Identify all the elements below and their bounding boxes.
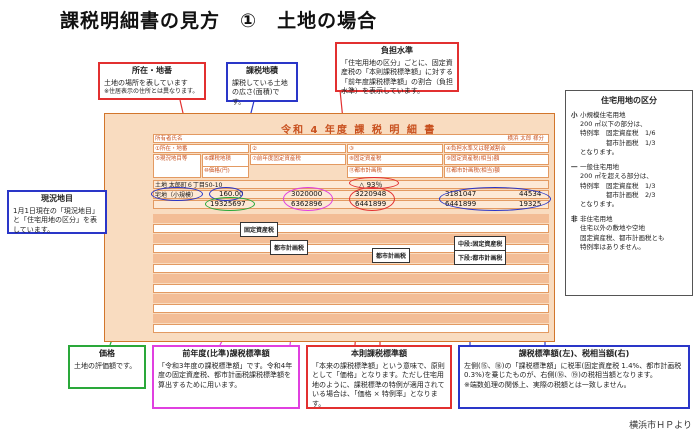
residential-land-heading: 住宅用地の区分 [601, 96, 657, 105]
empty-row [153, 244, 549, 253]
callout-area-body: 課税している土地の広さ(面積)です。 [232, 78, 288, 106]
small-scale-section: 小 小規模住宅用地 200 ㎡以下の部分は、 特例率 固定資産税 1/6 都市計… [571, 111, 687, 158]
callout-location: 所在・地番 土地の場所を表しています ※住居表示の住所とは異なります。 [98, 62, 206, 100]
non-residential-label: 非 [571, 214, 578, 223]
empty-row [153, 214, 549, 223]
general-label: 一 [571, 162, 578, 171]
empty-row [153, 234, 549, 243]
burden-highlight [349, 177, 399, 189]
header-c7: ⑦前年度固定資産税 [250, 154, 346, 165]
callout-current-land: 現況地目 1月1日現在の「現況地目」と「住宅用地の区分」を表しています。 [7, 190, 107, 234]
callout-burden-body: 「住宅用地の区分」ごとに、固定資産税の「本則課税標準額」に対する「前年度課税標準… [341, 58, 453, 96]
page-title: 課税明細書の見方 ① 土地の場合 [60, 10, 378, 32]
header-c3: ③ [347, 144, 443, 153]
general-text: 一般住宅用地 200 ㎡を超える部分は、 特例率 固定資産税 1/3 都市計画税… [580, 162, 656, 209]
address-value: 土地 太郎町６丁目50-10 [155, 182, 223, 189]
header-c2: ② [250, 144, 346, 153]
callout-tax-std: 課税標準額(左)、税相当額(右) 左側(⑮、⑱)の「課税標準額」に税率(固定資産… [458, 345, 690, 409]
tag-low-city: 下段:都市計画税 [454, 250, 507, 265]
empty-row [153, 294, 549, 303]
callout-prev-body: 「令和3年度の課税標準額」です。令和4年度の固定資産税、都市計画税課税標準額を算… [158, 361, 293, 389]
callout-price-body: 土地の評価額です。 [74, 361, 137, 370]
form-title: 令和 4 年度 課 税 明 細 書 [281, 125, 437, 136]
callout-base-std: 本則課税標準額 「本来の課税標準額」という意味で、原則として「価格」となります。… [306, 345, 452, 409]
tag-city-planning-2: 都市計画税 [372, 248, 411, 263]
header-c5: ⑤現況地目等 [153, 154, 201, 178]
callout-base-body: 「本来の課税標準額」という意味で、原則として「価格」となります。ただし住宅用地の… [312, 361, 445, 408]
owner-name: 横浜 太郎 様分 [507, 136, 545, 142]
non-residential-section: 非 非住宅用地 住宅以外の敷地や空地 固定資産税、都市計画税とも 特例率はありま… [571, 215, 687, 253]
callout-burden-heading: 負担水準 [381, 46, 413, 55]
prev-highlight [283, 187, 333, 211]
callout-location-body: 土地の場所を表しています [104, 78, 188, 87]
callout-tax-body: 左側(⑮、⑱)の「課税標準額」に税率(固定資産税 1.4%、都市計画税 0.3%… [464, 361, 682, 380]
callout-area-heading: 課税地積 [246, 66, 278, 75]
general-section: 一 一般住宅用地 200 ㎡を超える部分は、 特例率 固定資産税 1/3 都市計… [571, 163, 687, 210]
header-c11: ⑪都市計画税 [347, 166, 443, 178]
callout-prev-std: 前年度(比準)課税標準額 「令和3年度の課税標準額」です。令和4年度の固定資産税… [152, 345, 300, 409]
empty-row [153, 254, 549, 263]
empty-row [153, 274, 549, 283]
owner-row: 所有者氏名 横浜 太郎 様分 [153, 134, 549, 143]
std-highlight [349, 187, 395, 211]
header-c12: ⑫都市計画税(相当)額 [444, 166, 549, 178]
empty-row [153, 304, 549, 313]
header-c1: ①所在・地番 [153, 144, 249, 153]
non-residential-text: 非住宅用地 住宅以外の敷地や空地 固定資産税、都市計画税とも 特例率はありません… [580, 214, 665, 252]
empty-row [153, 224, 549, 233]
residential-land-panel: 住宅用地の区分 小 小規模住宅用地 200 ㎡以下の部分は、 特例率 固定資産税… [565, 90, 693, 296]
callout-current-heading: 現況地目 [41, 194, 73, 203]
callout-prev-heading: 前年度(比準)課税標準額 [182, 349, 270, 358]
header-c4: ④負担水準又は軽減割合 [444, 144, 549, 153]
tag-mid-fixed: 中段:固定資産税 [454, 236, 507, 251]
header-c10: ⑩価格(円) [202, 166, 249, 178]
callout-base-heading: 本則課税標準額 [351, 349, 407, 358]
tax-statement-form: 令和 4 年度 課 税 明 細 書 所有者氏名 横浜 太郎 様分 ①所在・地番 … [104, 113, 555, 342]
callout-price: 価格 土地の評価額です。 [68, 345, 146, 389]
callout-location-note: ※住居表示の住所とは異なります。 [104, 88, 199, 96]
empty-row [153, 324, 549, 333]
header-c8: ⑧固定資産税 [347, 154, 443, 165]
callout-burden: 負担水準 「住宅用地の区分」ごとに、固定資産税の「本則課税標準額」に対する「前年… [335, 42, 459, 95]
callout-area: 課税地積 課税している土地の広さ(面積)です。 [226, 62, 298, 106]
price-highlight [205, 197, 255, 211]
header-c9: ⑨固定資産税(相当)額 [444, 154, 549, 165]
callout-current-body: 1月1日現在の「現況地目」と「住宅用地の区分」を表しています。 [13, 206, 99, 234]
owner-label: 所有者氏名 [155, 136, 183, 142]
small-scale-text: 小規模住宅用地 200 ㎡以下の部分は、 特例率 固定資産税 1/6 都市計画税… [580, 110, 656, 157]
callout-price-heading: 価格 [99, 349, 115, 358]
empty-row [153, 284, 549, 293]
tag-city-planning: 都市計画税 [270, 240, 309, 255]
callout-location-heading: 所在・地番 [132, 66, 172, 75]
empty-row [153, 264, 549, 273]
tag-fixed-asset: 固定資産税 [240, 222, 279, 237]
callout-tax-heading: 課税標準額(左)、税相当額(右) [518, 349, 630, 358]
tax-highlight [439, 187, 551, 211]
empty-row [153, 314, 549, 323]
small-scale-label: 小 [571, 110, 578, 119]
callout-tax-note: ※端数処理の関係上、実際の税額とは一致しません。 [464, 380, 631, 389]
source-credit: 横浜市ＨＰより [629, 421, 692, 431]
land-type-highlight [151, 187, 203, 201]
